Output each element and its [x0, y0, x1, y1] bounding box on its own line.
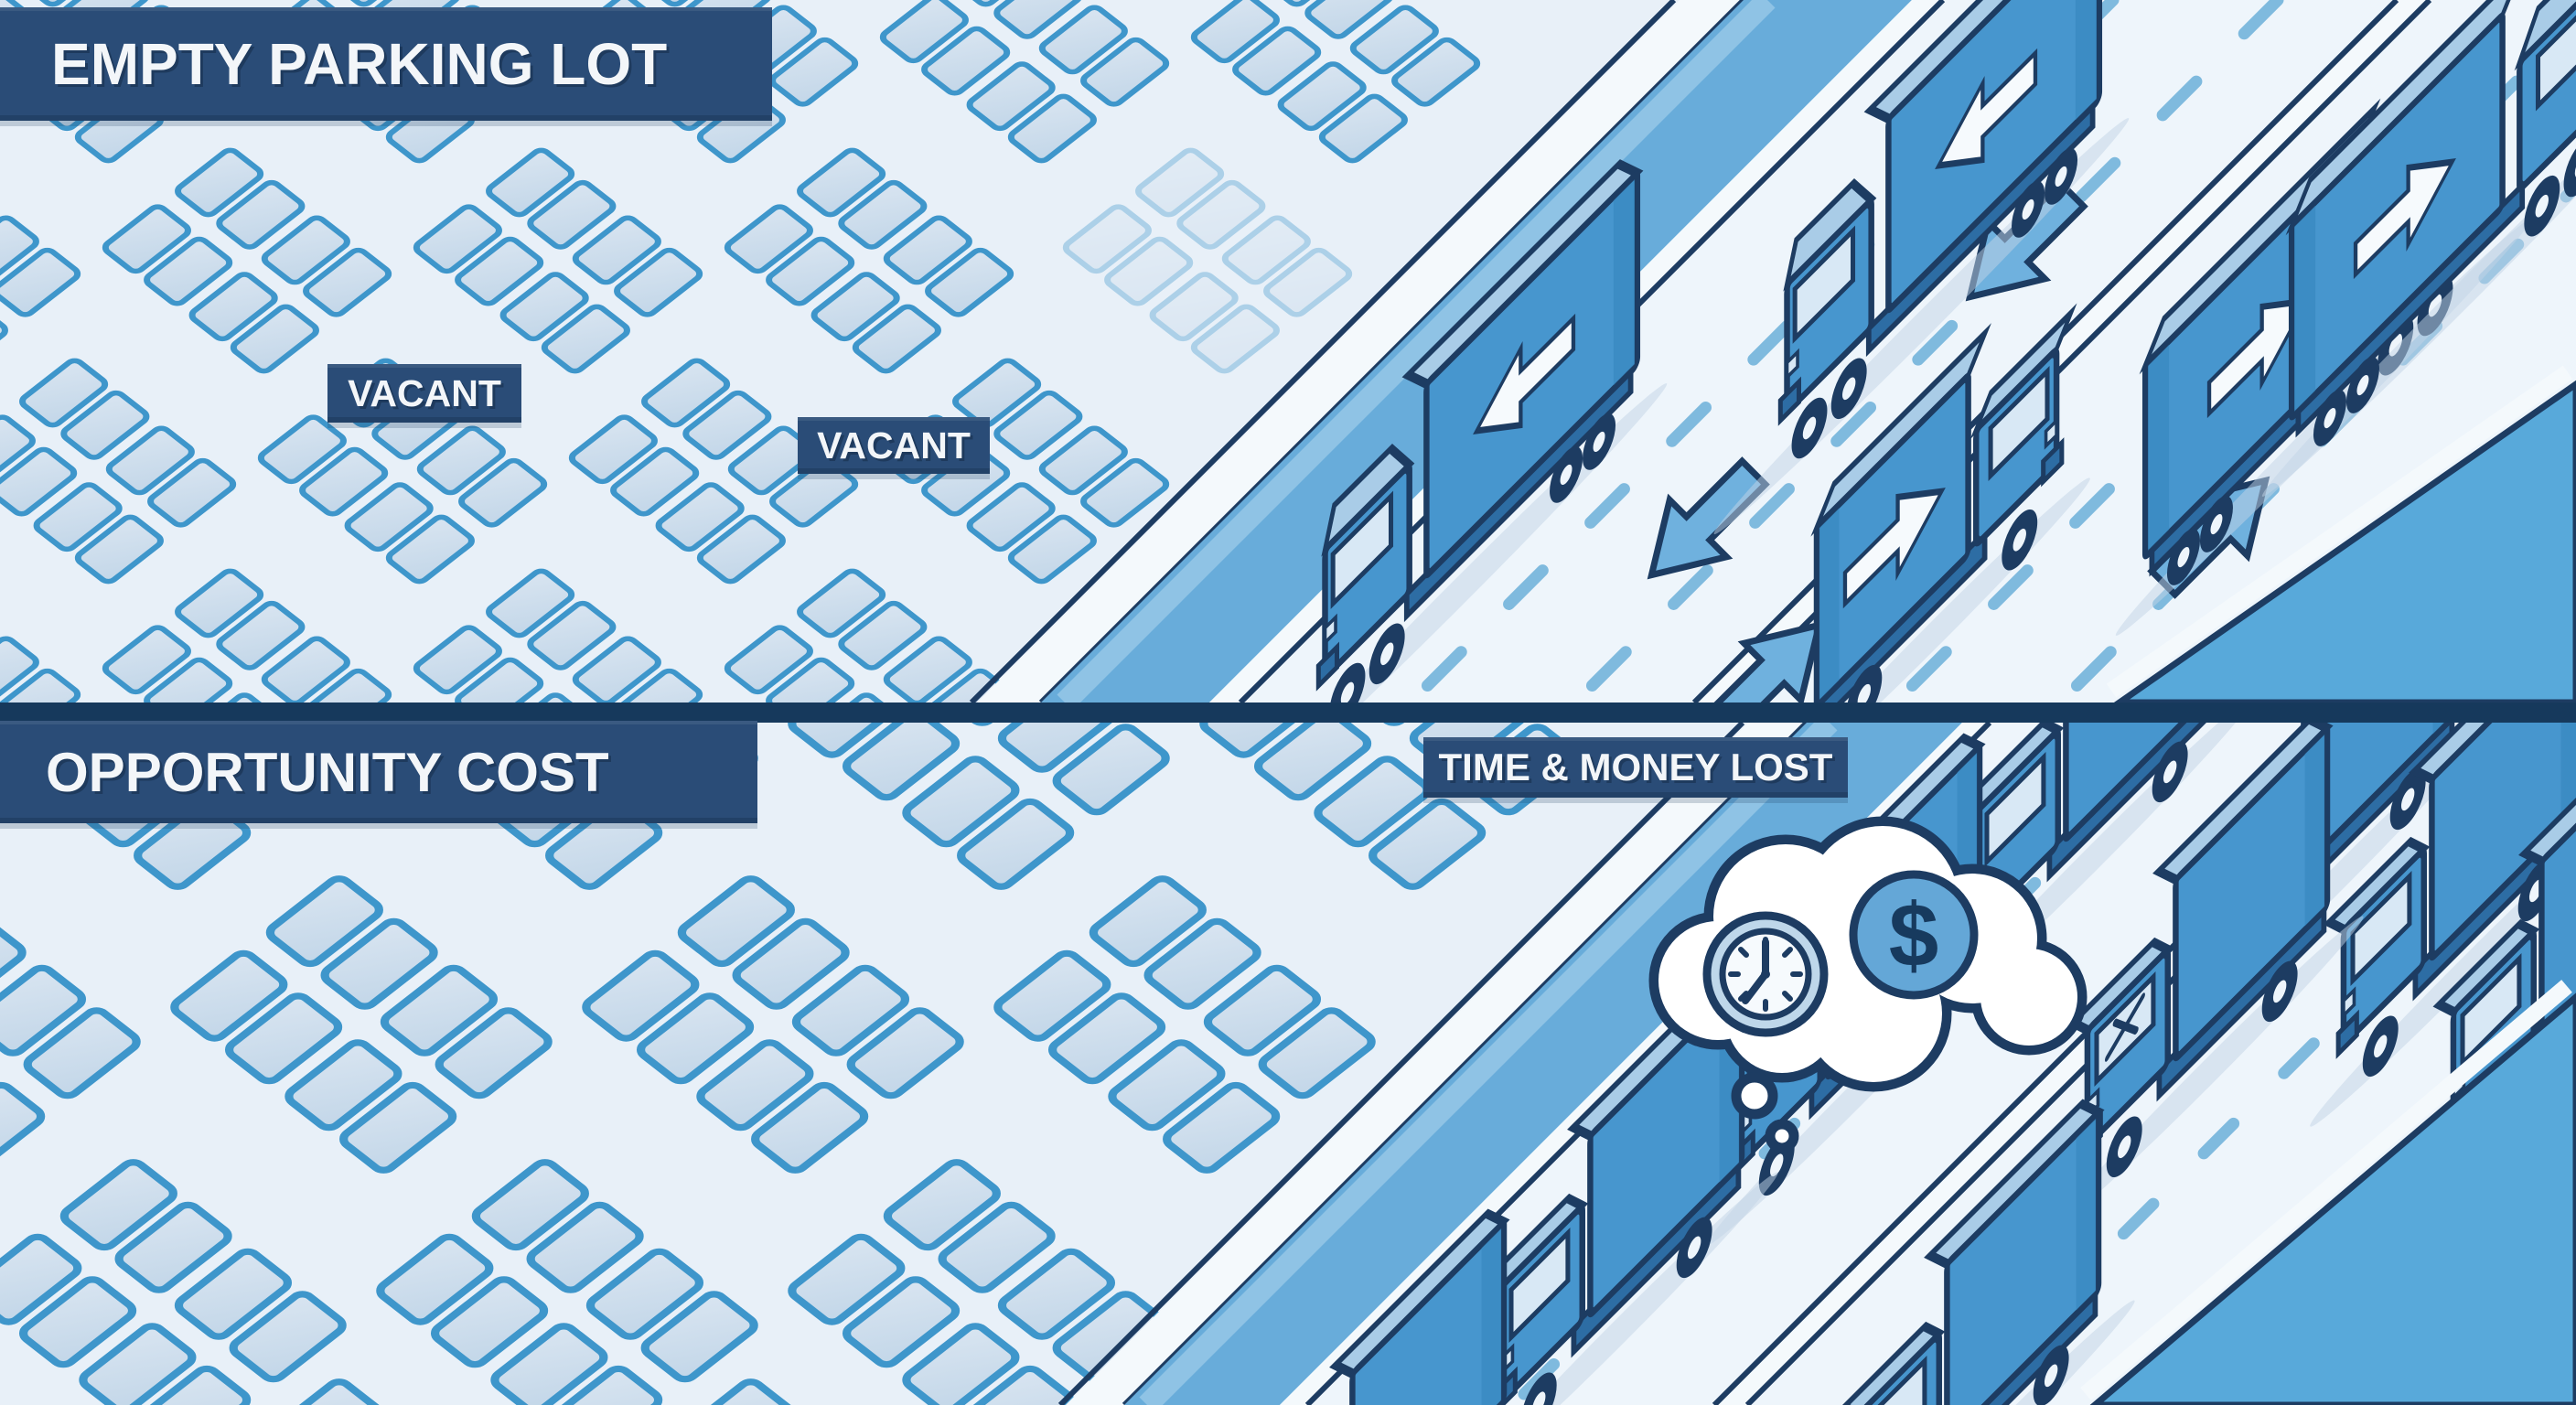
roadside-corner-top: [2113, 380, 2576, 702]
vacant-label-1-text: VACANT: [348, 371, 501, 414]
dollar-symbol: $: [1889, 885, 1939, 985]
dollar-coin-icon: $: [1849, 870, 1979, 1000]
opportunity-cost-title-text: OPPORTUNITY COST: [46, 741, 609, 803]
vacant-label-1: VACANT: [327, 364, 521, 423]
opportunity-cost-scene: $: [0, 723, 2576, 1405]
vacant-label-2: VACANT: [798, 417, 990, 474]
time-money-lost-label: TIME & MONEY LOST: [1423, 737, 1848, 798]
panel-divider: [0, 702, 2576, 723]
empty-parking-lot-title: EMPTY PARKING LOT: [0, 7, 772, 121]
empty-parking-lot-panel: [0, 0, 2576, 702]
time-money-lost-text: TIME & MONEY LOST: [1438, 745, 1833, 788]
opportunity-cost-panel: $: [0, 723, 2576, 1405]
roadside-corner-bottom: [2089, 992, 2576, 1405]
opportunity-cost-title: OPPORTUNITY COST: [0, 721, 757, 823]
thought-cloud-icon: $: [1648, 816, 2088, 1153]
empty-lot-scene: [0, 0, 2576, 702]
clock-icon: [1702, 911, 1829, 1037]
vacant-label-2-text: VACANT: [817, 424, 971, 467]
empty-parking-lot-title-text: EMPTY PARKING LOT: [51, 31, 668, 97]
